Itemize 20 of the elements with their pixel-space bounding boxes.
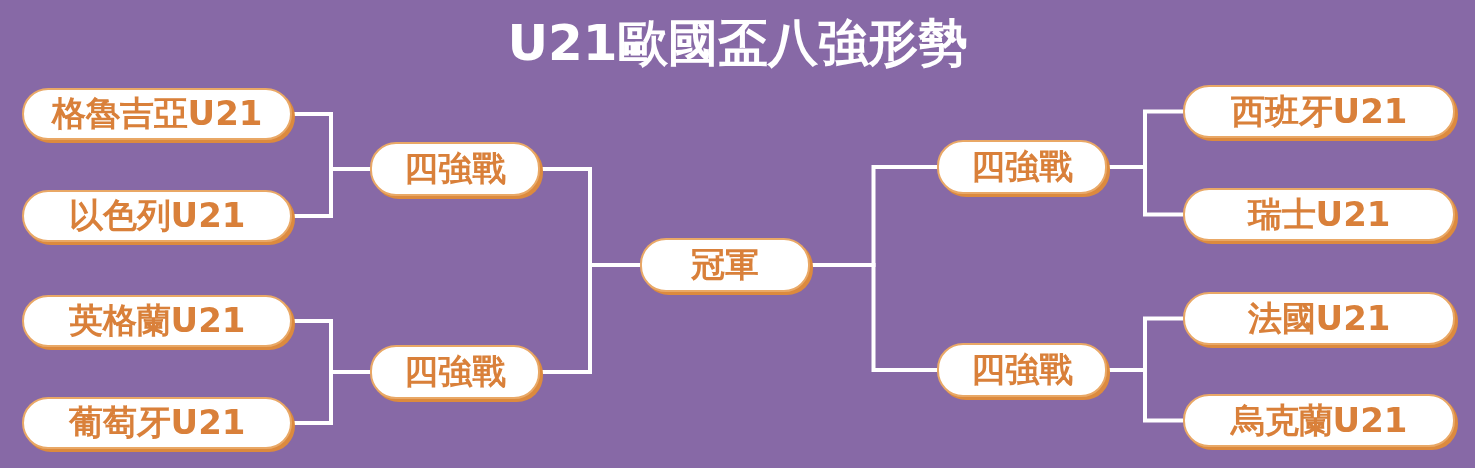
team-box: 法國U21	[1183, 292, 1455, 345]
team-box: 以色列U21	[22, 190, 292, 242]
title: U21歐國盃八強形勢	[506, 13, 969, 74]
semifinal-box: 四強戰	[937, 343, 1107, 397]
team-box: 烏克蘭U21	[1183, 394, 1455, 447]
semifinal-box: 四強戰	[370, 142, 540, 196]
bracket-line	[810, 263, 937, 372]
bracket-line	[540, 263, 640, 374]
bracket-line	[292, 167, 370, 218]
bracket-line	[1107, 368, 1183, 423]
team-box: 西班牙U21	[1183, 85, 1455, 138]
champion-box: 冠軍	[640, 238, 810, 292]
team-box: 英格蘭U21	[22, 295, 292, 347]
semifinal-box: 四強戰	[937, 140, 1107, 194]
semifinal-box: 四強戰	[370, 345, 540, 399]
team-box: 葡萄牙U21	[22, 397, 292, 449]
bracket-line	[1107, 165, 1183, 217]
team-box: 格魯吉亞U21	[22, 88, 292, 140]
team-box: 瑞士U21	[1183, 188, 1455, 241]
bracket-line	[292, 370, 370, 425]
